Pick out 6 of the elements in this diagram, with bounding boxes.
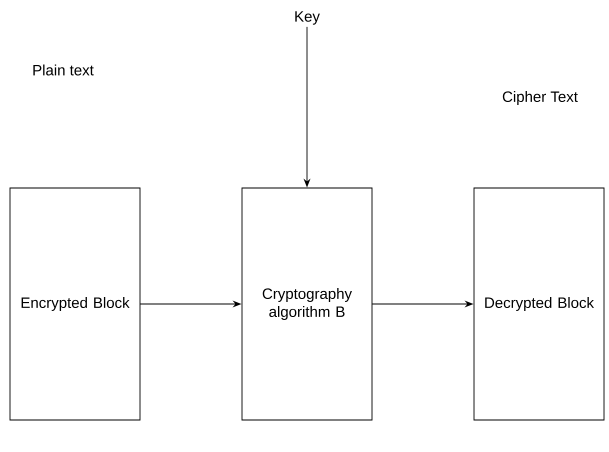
block-box: Decrypted Block (474, 188, 604, 420)
text-label: Cipher Text (502, 91, 578, 105)
block-box: Encrypted Block (10, 188, 140, 420)
key-label: Key (295, 11, 320, 25)
block-box: Cryptography algorithm B (242, 188, 372, 420)
text-label: Plain text (33, 64, 94, 76)
